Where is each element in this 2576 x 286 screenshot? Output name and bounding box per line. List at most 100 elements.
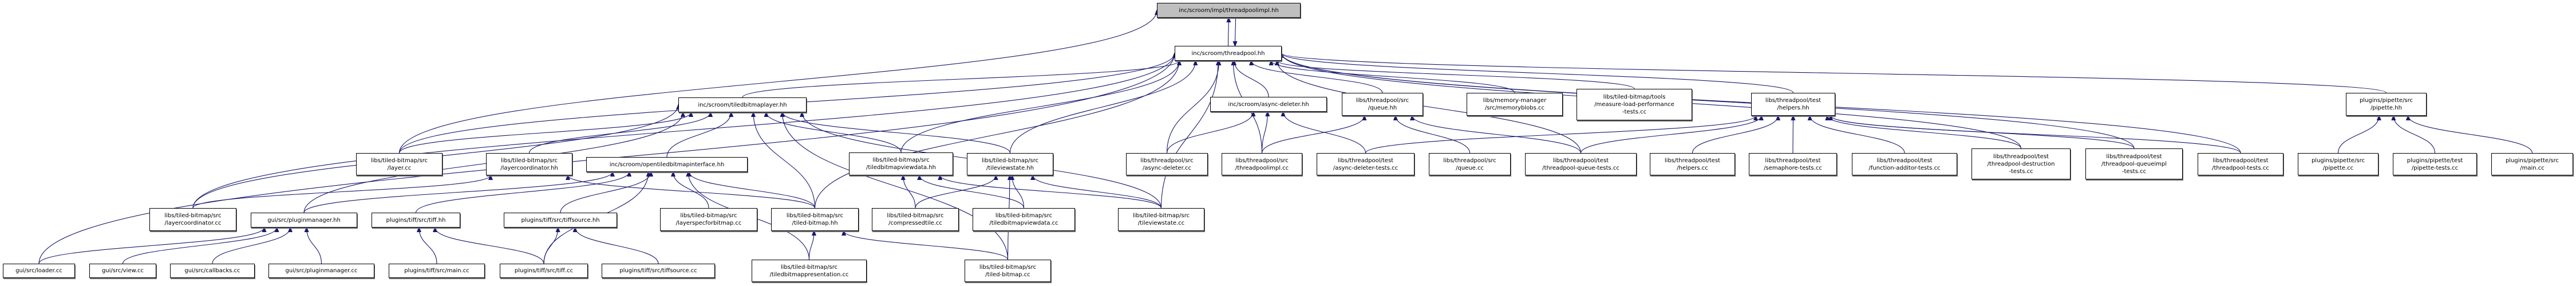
- node-label: plugins/tiff/src/tiff.hh: [386, 217, 446, 224]
- node-label: libs/tiled-bitmap/src /layerspecforbitma…: [675, 213, 742, 226]
- node-helpers-cc[interactable]: libs/threadpool/test /helpers.cc: [1650, 153, 1735, 175]
- node-label: libs/tiled-bitmap/src /tileviewstate.cc: [1132, 213, 1190, 226]
- edge-memoryblobs_cc-to-threadpool_hh: [1271, 61, 1515, 93]
- node-threadpool-destruction-tests-cc[interactable]: libs/threadpool/test /threadpool-destruc…: [1971, 148, 2071, 179]
- edge-layer_cc-to-threadpoolimpl_hh: [398, 10, 1157, 154]
- node-pipette-main-cc[interactable]: plugins/pipette/src /main.cc: [2491, 153, 2573, 175]
- node-tiledbitmappresentation-cc[interactable]: libs/tiled-bitmap/src /tiledbitmappresen…: [752, 260, 867, 282]
- node-label: libs/tiled-bitmap/src /tiledbitmapviewda…: [989, 213, 1058, 226]
- node-label: gui/src/pluginmanager.cc: [285, 268, 358, 274]
- node-pipette-tests-cc[interactable]: plugins/pipette/test /pipette-tests.cc: [2393, 153, 2477, 175]
- node-label: libs/threadpool/test /threadpool-tests.c…: [2212, 157, 2269, 171]
- node-opentiledbitmapinterface-hh[interactable]: inc/scroom/opentiledbitmapinterface.hh: [586, 157, 748, 172]
- node-tiledbitmapviewdata-cc[interactable]: libs/tiled-bitmap/src /tiledbitmapviewda…: [973, 208, 1075, 231]
- edge-tiff_cc-to-tiff_hh: [435, 228, 544, 264]
- node-label: gui/src/callbacks.cc: [184, 268, 240, 274]
- node-label: libs/threadpool/test /helpers.hh: [1765, 97, 1822, 111]
- edge-tileviewstate_cc-to-tileviewstate_hh: [1033, 175, 1162, 209]
- node-tiffsource-cc[interactable]: plugins/tiff/src/tiffsource.cc: [602, 264, 715, 278]
- node-layer-cc[interactable]: libs/tiled-bitmap/src /layer.cc: [356, 153, 442, 175]
- node-async-deleter-tests-cc[interactable]: libs/threadpool/test /async-deleter-test…: [1317, 153, 1415, 175]
- edge-pipette_cc-to-pipette_hh: [2337, 116, 2379, 154]
- node-threadpool-queueimpl-tests-cc[interactable]: libs/threadpool/test /threadpool-queueim…: [2085, 148, 2183, 179]
- node-threadpool-tests-cc[interactable]: libs/threadpool/test /threadpool-tests.c…: [2198, 153, 2283, 175]
- node-label: plugins/tiff/src/main.cc: [404, 268, 469, 274]
- edge-async_deleter_hh-to-threadpool_hh: [1234, 61, 1269, 97]
- edge-threadpoolimpl_hh-to-threadpool_hh: [1235, 17, 1236, 46]
- node-threadpoolimpl-hh[interactable]: inc/scroom/impl/threadpoolimpl.hh: [1157, 3, 1301, 18]
- node-layercoordinator-cc[interactable]: libs/tiled-bitmap/src /layercoordinator.…: [149, 208, 236, 231]
- node-layercoordinator-hh[interactable]: libs/tiled-bitmap/src /layercoordinator.…: [486, 153, 572, 175]
- node-tiff-main-cc[interactable]: plugins/tiff/src/main.cc: [389, 264, 485, 278]
- node-pipette-hh[interactable]: plugins/pipette/src /pipette.hh: [2346, 93, 2427, 116]
- node-tiffsource-hh[interactable]: plugins/tiff/src/tiffsource.hh: [504, 213, 617, 228]
- node-tileviewstate-cc[interactable]: libs/tiled-bitmap/src /tileviewstate.cc: [1118, 208, 1204, 231]
- node-label: libs/tiled-bitmap/src /compressedtile.cc: [887, 213, 944, 226]
- node-tiff-hh[interactable]: plugins/tiff/src/tiff.hh: [372, 213, 460, 228]
- node-label: gui/src/pluginmanager.hh: [267, 217, 341, 224]
- edge-queue_cc-to-queue_hh: [1396, 116, 1471, 154]
- node-tiledbitmapviewdata-hh[interactable]: libs/tiled-bitmap/src /tiledbitmapviewda…: [849, 152, 953, 175]
- edge-threadpool_queue_tests_cc-to-queue_hh: [1412, 116, 1582, 154]
- edge-pluginmanager_hh-to-opentiledbitmapinterface_hh: [303, 172, 613, 213]
- node-label: inc/scroom/async-deleter.hh: [1228, 101, 1309, 108]
- edge-tiledbitmapviewdata_cc-to-tileviewstate_hh: [1012, 175, 1025, 209]
- edge-tiled_bitmap_cc-to-tiledbitmaplayer_hh: [783, 112, 1009, 260]
- node-tiled-bitmap-hh[interactable]: libs/tiled-bitmap/src /tiled-bitmap.hh: [771, 208, 859, 231]
- edge-layercoordinator_cc-to-threadpool_hh: [192, 53, 1175, 209]
- node-threadpool-hh[interactable]: inc/scroom/threadpool.hh: [1175, 46, 1282, 61]
- node-label: libs/threadpool/test /helpers.cc: [1664, 157, 1721, 171]
- node-loader-cc[interactable]: gui/src/loader.cc: [3, 264, 75, 278]
- node-tileviewstate-hh[interactable]: libs/tiled-bitmap/src /tileviewstate.hh: [967, 153, 1053, 175]
- node-label: libs/tiled-bitmap/src /layercoordinator.…: [500, 157, 558, 171]
- node-function-additor-tests-cc[interactable]: libs/threadpool/test /function-additor-t…: [1852, 153, 1957, 175]
- node-label: gui/src/view.cc: [101, 268, 144, 274]
- edge-pipette_hh-to-threadpool_hh: [1282, 53, 2387, 93]
- node-pluginmanager-cc[interactable]: gui/src/pluginmanager.cc: [268, 264, 374, 278]
- edge-tiled_bitmap_cc-to-tiled_bitmap_hh: [844, 231, 1009, 260]
- node-tiledbitmaplayer-hh[interactable]: inc/scroom/tiledbitmaplayer.hh: [678, 97, 807, 112]
- node-helpers-hh[interactable]: libs/threadpool/test /helpers.hh: [1751, 93, 1835, 116]
- node-label: plugins/pipette/src /pipette.hh: [2359, 97, 2413, 111]
- edge-tiff_hh-to-opentiledbitmapinterface_hh: [415, 172, 630, 213]
- node-label: plugins/tiff/src/tiff.cc: [514, 268, 574, 274]
- node-compressedtile-cc[interactable]: libs/tiled-bitmap/src /compressedtile.cc: [872, 208, 959, 231]
- node-threadpool-queue-tests-cc[interactable]: libs/threadpool/test /threadpool-queue-t…: [1525, 153, 1637, 175]
- node-memoryblobs-cc[interactable]: libs/memory-manager /src/memoryblobs.cc: [1467, 93, 1563, 116]
- edge-threadpool_queue_tests_cc-to-helpers_hh: [1580, 116, 1761, 154]
- node-callbacks-cc[interactable]: gui/src/callbacks.cc: [170, 264, 255, 278]
- edge-tiffsource_hh-to-opentiledbitmapinterface_hh: [560, 172, 651, 213]
- node-label: libs/threadpool/test /semaphore-tests.cc: [1764, 157, 1822, 171]
- node-async-deleter-hh[interactable]: inc/scroom/async-deleter.hh: [1210, 97, 1327, 112]
- edge-threadpool_hh-to-threadpoolimpl_hh: [1228, 18, 1229, 46]
- node-label: plugins/pipette/src /pipette.cc: [2311, 157, 2365, 171]
- node-label: libs/threadpool/src /queue.hh: [1356, 97, 1409, 111]
- edge-helpers_hh-to-threadpool_hh: [1282, 53, 1794, 93]
- node-queue-hh[interactable]: libs/threadpool/src /queue.hh: [1342, 93, 1423, 116]
- node-label: libs/threadpool/src /threadpoolimpl.cc: [1235, 157, 1289, 171]
- node-label: libs/tiled-bitmap/src /tiled-bitmap.hh: [786, 213, 844, 226]
- node-semaphore-tests-cc[interactable]: libs/threadpool/test /semaphore-tests.cc: [1749, 153, 1837, 175]
- node-label: libs/threadpool/test /threadpool-queueim…: [2101, 153, 2167, 175]
- node-label: plugins/tiff/src/tiffsource.cc: [619, 268, 697, 274]
- edge-tiledbitmapviewdata_cc-to-tiledbitmapviewdata_hh: [919, 175, 1025, 209]
- edge-tiledbitmapviewdata_hh-to-tiledbitmaplayer_hh: [767, 112, 902, 153]
- node-label: plugins/tiff/src/tiffsource.hh: [521, 217, 600, 224]
- node-layerspecforbitmap-cc[interactable]: libs/tiled-bitmap/src /layerspecforbitma…: [660, 208, 757, 231]
- node-measure-load-performance-tests-cc[interactable]: libs/tiled-bitmap/tools /measure-load-pe…: [1577, 89, 1692, 120]
- node-threadpoolimpl-cc[interactable]: libs/threadpool/src /threadpoolimpl.cc: [1222, 153, 1302, 175]
- node-tiff-cc[interactable]: plugins/tiff/src/tiff.cc: [500, 264, 588, 278]
- node-async-deleter-cc[interactable]: libs/threadpool/src /async-deleter.cc: [1126, 153, 1208, 175]
- node-pluginmanager-hh[interactable]: gui/src/pluginmanager.hh: [251, 213, 357, 228]
- node-pipette-cc[interactable]: plugins/pipette/src /pipette.cc: [2298, 153, 2379, 175]
- node-view-cc[interactable]: gui/src/view.cc: [89, 264, 156, 278]
- edge-pipette_tests_cc-to-pipette_hh: [2393, 116, 2436, 154]
- node-tiled-bitmap-cc[interactable]: libs/tiled-bitmap/src /tiled-bitmap.cc: [965, 260, 1051, 282]
- edge-compressedtile_cc-to-tiledbitmapviewdata_hh: [903, 175, 916, 209]
- edge-tiled_bitmap_hh-to-threadpool_hh: [814, 61, 1180, 209]
- node-queue-cc[interactable]: libs/threadpool/src /queue.cc: [1429, 153, 1511, 175]
- node-label: inc/scroom/threadpool.hh: [1191, 50, 1265, 57]
- edge-threadpool_queue_tests_cc-to-threadpool_hh: [1277, 61, 1582, 154]
- edge-threadpool_tests_cc-to-helpers_hh: [1831, 116, 2241, 154]
